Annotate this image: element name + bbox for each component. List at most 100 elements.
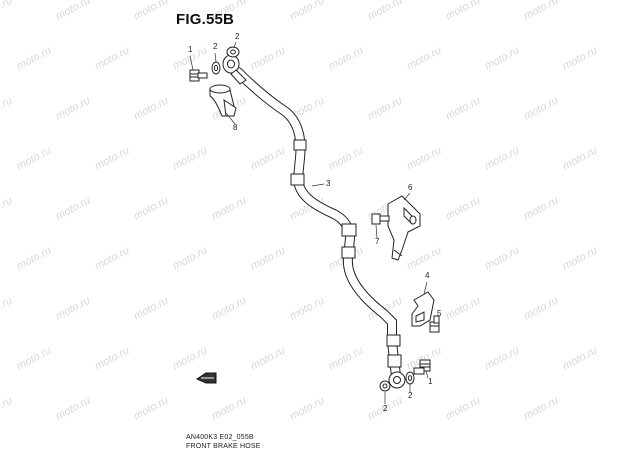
watermark-text: moto.ru [249,145,288,173]
watermark-text: moto.ru [132,195,171,223]
watermark-text: moto.ru [210,295,249,323]
watermark-text: moto.ru [522,0,561,23]
callout-leader-line [311,183,325,187]
watermark-text: moto.ru [54,295,93,323]
watermark-text: moto.ru [0,295,14,323]
watermark-text: moto.ru [444,395,483,423]
callout-leader-line [403,192,411,201]
callout-label-7: 7 [375,237,380,246]
watermark-text: moto.ru [93,145,132,173]
figure-caption: FRONT BRAKE HOSE [186,443,261,450]
watermark-text: moto.ru [522,395,561,423]
front-direction-arrow-icon [195,372,217,384]
callout-label-3: 3 [326,179,331,188]
watermark-text: moto.ru [249,245,288,273]
watermark-text: moto.ru [483,345,522,373]
banjo-bolt-lower [413,359,431,375]
watermark-text: moto.ru [561,245,600,273]
callout-leader-line [225,112,236,125]
callout-label-2: 2 [235,32,240,41]
watermark-text: moto.ru [288,395,327,423]
watermark-text: moto.ru [0,0,14,23]
watermark-text: moto.ru [132,95,171,123]
watermark-text: moto.ru [249,345,288,373]
watermark-text: moto.ru [210,395,249,423]
rubber-boot [209,84,237,117]
watermark-text: moto.ru [288,0,327,23]
washer-upper-left [211,61,221,75]
watermark-text: moto.ru [405,45,444,73]
washer-upper-right [226,46,240,58]
callout-leader-line [425,370,429,379]
washer-lower-right [405,371,415,385]
watermark-text: moto.ru [561,45,600,73]
callout-leader-line [423,281,428,295]
callout-label-1: 1 [428,377,433,386]
watermark-text: moto.ru [54,395,93,423]
callout-leader-line [214,52,217,63]
hose-clamp [411,291,435,327]
watermark-text: moto.ru [171,145,210,173]
watermark-text: moto.ru [0,395,14,423]
watermark-text: moto.ru [561,145,600,173]
callout-label-1: 1 [188,45,193,54]
watermark-text: moto.ru [444,95,483,123]
figure-title: FIG.55B [176,11,235,28]
callout-label-2: 2 [408,391,413,400]
banjo-bolt-upper [189,69,208,82]
watermark-text: moto.ru [93,345,132,373]
callout-leader-line [233,41,237,49]
callout-label-4: 4 [425,271,430,280]
watermark-text: moto.ru [249,45,288,73]
callout-label-2: 2 [383,404,388,413]
watermark-text: moto.ru [405,245,444,273]
callout-label-6: 6 [408,183,413,192]
watermark-text: moto.ru [522,195,561,223]
watermark-text: moto.ru [93,245,132,273]
watermark-text: moto.ru [327,345,366,373]
watermark-text: moto.ru [483,45,522,73]
callout-label-8: 8 [233,123,238,132]
watermark-text: moto.ru [522,95,561,123]
watermark-text: moto.ru [522,295,561,323]
watermark-text: moto.ru [15,145,54,173]
watermark-text: moto.ru [171,245,210,273]
watermark-text: moto.ru [327,145,366,173]
watermark-text: moto.ru [132,0,171,23]
watermark-text: moto.ru [15,45,54,73]
watermark-text: moto.ru [444,0,483,23]
callout-leader-line [189,55,194,71]
watermark-text: moto.ru [132,295,171,323]
callout-leader-line [375,224,378,239]
hose-guide-bracket [387,195,421,261]
watermark-text: moto.ru [15,345,54,373]
figure-model-code: AN400K3 E02_055B [186,434,254,441]
clamp-bolt [429,315,440,333]
watermark-text: moto.ru [93,45,132,73]
callout-label-5: 5 [437,309,442,318]
brake-hose [233,67,402,381]
watermark-text: moto.ru [132,395,171,423]
washer-lower-left [379,380,391,392]
watermark-text: moto.ru [483,245,522,273]
watermark-text: moto.ru [0,195,14,223]
watermark-text: moto.ru [0,95,14,123]
watermark-text: moto.ru [366,0,405,23]
watermark-text: moto.ru [483,145,522,173]
watermark-text: moto.ru [444,295,483,323]
watermark-text: moto.ru [444,195,483,223]
watermark-text: moto.ru [561,345,600,373]
lower-banjo-fitting [388,371,406,389]
watermark-text: moto.ru [405,145,444,173]
watermark-text: moto.ru [15,245,54,273]
watermark-text: moto.ru [54,195,93,223]
watermark-text: moto.ru [171,345,210,373]
watermark-text: moto.ru [210,195,249,223]
watermark-text: moto.ru [288,295,327,323]
callout-label-2: 2 [213,42,218,51]
watermark-text: moto.ru [54,0,93,23]
watermark-text: moto.ru [366,95,405,123]
